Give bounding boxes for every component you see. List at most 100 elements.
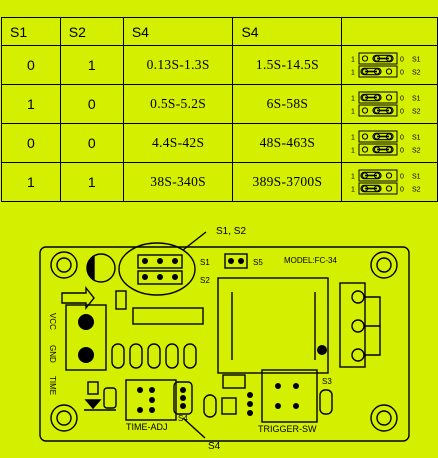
jumper-header-outline	[358, 130, 398, 143]
s2-label: S2	[200, 276, 210, 285]
cell-s1: 1	[1, 162, 61, 202]
cell-range-1: 38S-340S	[122, 162, 234, 202]
s3-component	[319, 389, 333, 415]
jumper-label-zero: 0	[400, 148, 404, 155]
jumper-label-zero: 0	[400, 96, 404, 103]
s1-label: S1	[200, 258, 210, 267]
mounting-hole-top-left	[50, 251, 78, 279]
time-label: TIME	[48, 376, 57, 395]
s4-jumper	[173, 381, 193, 415]
mounting-hole-top-right	[370, 251, 398, 279]
jumper-label-one: 1	[351, 148, 355, 155]
model-label: MODEL:FC-34	[284, 256, 337, 265]
time-adj-label: TIME-ADJ	[126, 422, 168, 432]
vcc-label: VCC	[48, 313, 57, 330]
jumper-label-one: 1	[351, 96, 355, 103]
jumper-header-outline	[358, 169, 398, 182]
mounting-hole-bottom-right	[370, 404, 398, 432]
cell-range-2: 1.5S-14.5S	[232, 45, 343, 85]
jumper-pin	[361, 55, 368, 62]
jumper-label-one: 1	[351, 70, 355, 77]
jumper-label-one: 1	[351, 109, 355, 116]
capsule-component	[203, 394, 217, 418]
jumper-label-s1: S1	[412, 174, 421, 181]
header-s4-range-2: S4	[232, 17, 343, 46]
jumper-header-outline	[358, 65, 398, 78]
jumper-cap	[360, 184, 382, 193]
callout-s4-label: S4	[208, 441, 221, 452]
jumper-label-zero: 0	[400, 135, 404, 142]
s3-label: S3	[322, 377, 332, 386]
jumper-pin	[385, 185, 392, 192]
jumper-header-outline	[358, 91, 398, 104]
cell-range-2: 48S-463S	[232, 123, 343, 163]
ic-chip	[132, 307, 204, 325]
board-outline	[39, 246, 410, 442]
capacitor-icon	[86, 253, 116, 283]
jumper-cap	[372, 145, 394, 154]
s4-board-label: S4	[178, 414, 188, 423]
jumper-label-s2: S2	[412, 187, 421, 194]
jumper-header-outline	[358, 104, 398, 117]
time-adj-potentiometer	[125, 379, 177, 421]
jumper-label-zero: 0	[400, 187, 404, 194]
jumper-cap	[372, 106, 394, 115]
s1-s2-callout-ellipse	[118, 242, 196, 296]
jumper-pin	[361, 146, 368, 153]
jumper-label-s2: S2	[412, 70, 421, 77]
jumper-pin	[385, 94, 392, 101]
cell-range-1: 4.4S-42S	[122, 123, 234, 163]
jumper-cap	[360, 67, 382, 76]
cell-range-1: 0.5S-5.2S	[122, 84, 234, 124]
table-header-row: S1 S2 S4 S4	[1, 17, 438, 46]
jumper-label-s1: S1	[412, 96, 421, 103]
s5-header	[224, 253, 248, 269]
jumper-cap	[372, 132, 394, 141]
jumper-label-one: 1	[351, 57, 355, 64]
cell-s2: 1	[59, 45, 124, 85]
jumper-label-one: 1	[351, 174, 355, 181]
jumper-pin	[385, 172, 392, 179]
jumper-pin	[385, 68, 392, 75]
cell-s2: 1	[59, 162, 124, 202]
jumper-cap	[372, 54, 394, 63]
time-indicator	[84, 381, 117, 411]
relay-body	[217, 277, 329, 374]
led-icon	[221, 397, 237, 415]
jumper-header-outline	[358, 143, 398, 156]
jumper-cap	[360, 93, 382, 102]
capsule-component-row	[111, 343, 197, 369]
jumper-cap	[360, 171, 382, 180]
header-s2: S2	[59, 17, 124, 46]
jumper-pin	[361, 133, 368, 140]
transistor-icon	[222, 374, 246, 389]
cell-s2: 0	[59, 123, 124, 163]
jumper-label-zero: 0	[400, 57, 404, 64]
mounting-hole-bottom-left	[50, 404, 78, 432]
cell-range-1: 0.13S-1.3S	[122, 45, 234, 85]
header-s1: S1	[1, 17, 61, 46]
jumper-label-s1: S1	[412, 135, 421, 142]
jumper-label-zero: 0	[400, 174, 404, 181]
callout-s1-s2-label: S1, S2	[216, 226, 246, 237]
jumper-label-s2: S2	[412, 148, 421, 155]
jumper-header-outline	[358, 182, 398, 195]
trigger-sw-label: TRIGGER-SW	[258, 424, 317, 434]
jumper-pin	[361, 107, 368, 114]
cell-range-2: 389S-3700S	[232, 162, 343, 202]
s2-jumper-header	[137, 270, 183, 285]
jumper-header-outline	[358, 52, 398, 65]
gnd-label: GND	[48, 345, 57, 363]
output-terminal-block	[339, 282, 366, 368]
diode-icon	[61, 286, 95, 310]
